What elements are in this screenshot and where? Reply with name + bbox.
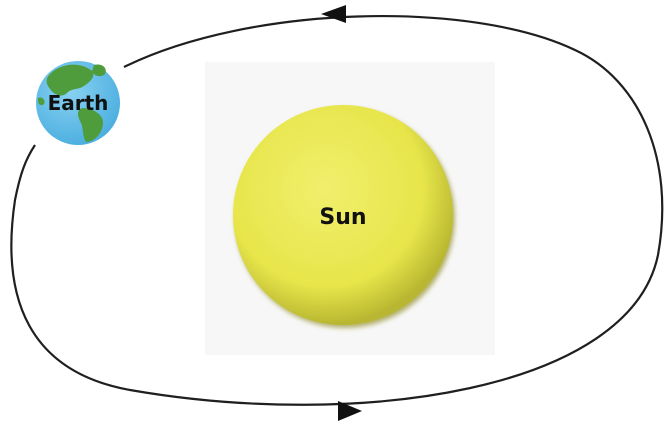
orbit-path — [10, 14, 664, 406]
sun-label: Sun — [319, 205, 366, 230]
orbit-arrow-top-icon — [321, 5, 346, 23]
orbit-arrow-bottom-icon — [338, 401, 362, 421]
sun-disc — [233, 105, 453, 325]
earth-label: Earth — [48, 91, 109, 115]
earth-globe-icon — [36, 61, 120, 145]
